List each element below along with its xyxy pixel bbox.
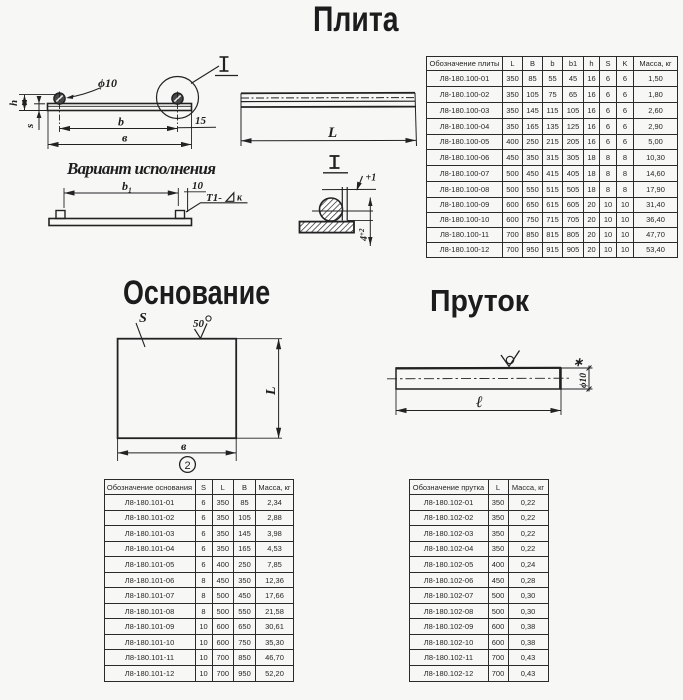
- svg-text:b: b: [118, 115, 124, 129]
- svg-text:10: 10: [192, 180, 204, 192]
- svg-text:15: 15: [195, 115, 207, 127]
- svg-text:Т1-: Т1-: [206, 192, 222, 204]
- svg-text:ℓ: ℓ: [475, 394, 483, 411]
- svg-text:L: L: [327, 125, 337, 141]
- svg-text:S: S: [139, 311, 147, 326]
- svg-text:h: h: [8, 100, 20, 106]
- svg-text:ϕ10: ϕ10: [579, 373, 589, 388]
- svg-text:+1: +1: [366, 173, 377, 184]
- svg-text:к: к: [237, 193, 243, 204]
- svg-text:4+2: 4+2: [358, 228, 370, 242]
- svg-text:в: в: [181, 439, 187, 453]
- svg-text:b₁: b₁: [122, 179, 132, 193]
- svg-text:50: 50: [193, 318, 205, 330]
- svg-text:Вариант исполнения: Вариант исполнения: [66, 159, 216, 178]
- svg-text:2: 2: [184, 460, 190, 472]
- svg-text:∗: ∗: [573, 355, 584, 369]
- svg-text:ϕ10: ϕ10: [98, 76, 117, 90]
- svg-text:в: в: [122, 131, 128, 145]
- svg-text:s: s: [24, 124, 36, 129]
- svg-text:L: L: [264, 386, 279, 396]
